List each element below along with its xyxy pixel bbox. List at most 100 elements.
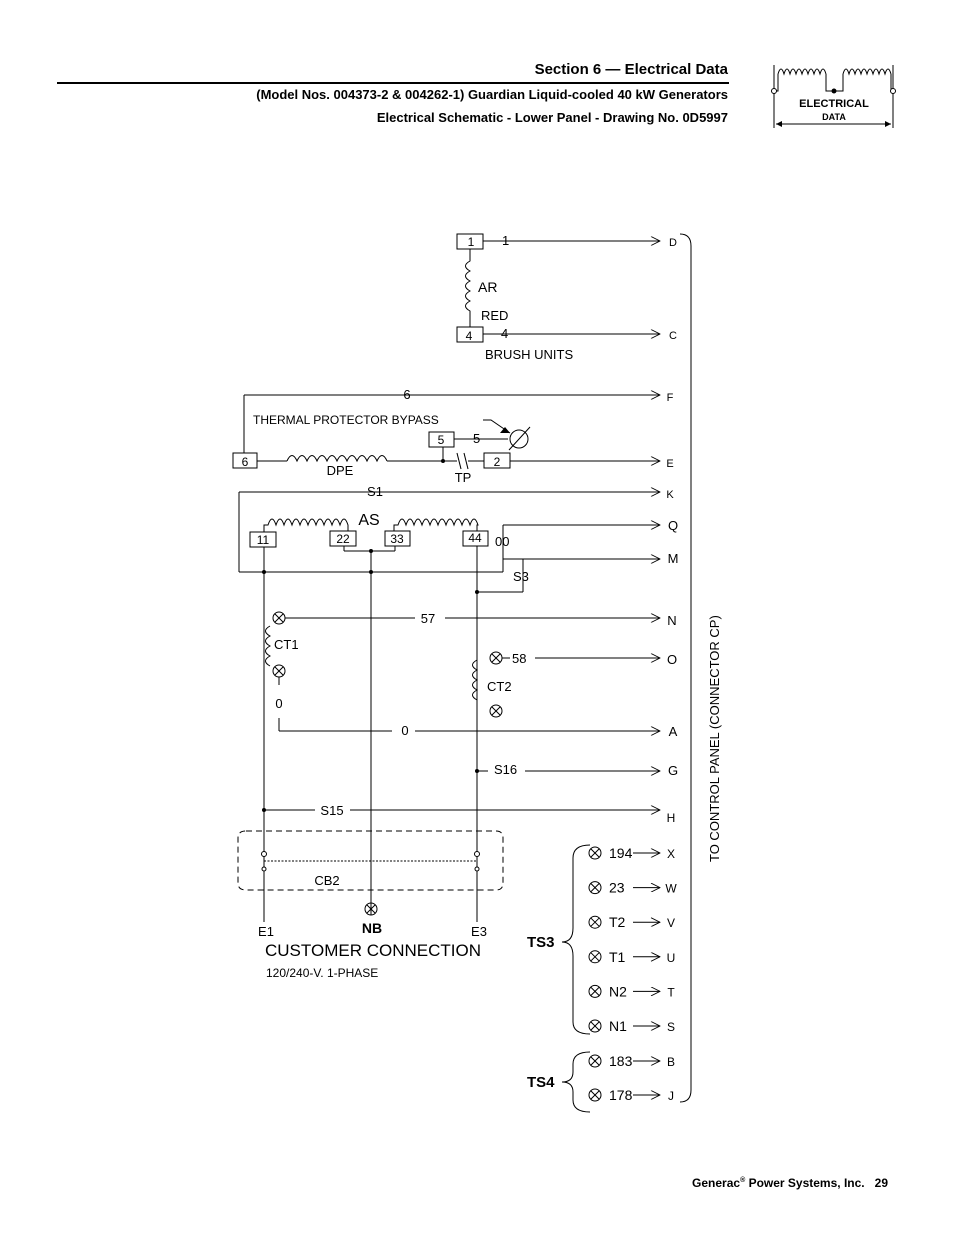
ts3-wire-label: 23 [609,880,625,896]
coil-as-2 [393,518,479,531]
wire-1-label: 1 [502,233,509,248]
coil-dpe [286,455,388,463]
terminal-11 [249,531,277,548]
wire-6-label: 6 [403,387,410,402]
customer-connection-label: CUSTOMER CONNECTION [265,941,481,960]
terminal-44-label: 44 [468,531,482,545]
wire-5-label: 5 [473,431,480,446]
pin-c: C [669,330,677,342]
ct2-terminal-bottom [489,704,503,718]
ts3-wire-label: N1 [609,1018,627,1034]
terminal-22-label: 22 [336,532,350,546]
brush-units-label: BRUSH UNITS [485,347,573,362]
nb-terminal [364,902,378,916]
ts3-pin-label: U [667,951,676,965]
ts3-terminal [588,915,602,929]
voltage-label: 120/240-V. 1-PHASE [266,966,378,980]
pin-a: A [669,724,678,739]
ts3-pin-label: T [667,985,675,999]
e1-label: E1 [258,924,274,939]
pin-o: O [667,652,677,667]
tp-switch [456,452,462,470]
pin-q: Q [668,518,678,533]
terminal-1-label: 1 [468,235,475,249]
wire-58-label: 58 [512,651,526,666]
ts3-pin-label: S [667,1020,675,1034]
circuit-breaker-cb2 [237,830,504,916]
ts4-brace [561,1051,591,1113]
ts3-terminal [588,881,602,895]
dpe-circuit [232,395,660,470]
ts3-wire-label: T1 [609,949,626,965]
nb-label: NB [362,920,382,936]
cb2-label: CB2 [314,873,339,888]
zero-label-ct1: 0 [275,696,282,711]
ts3-label: TS3 [527,934,555,951]
ts4-terminal [588,1054,602,1068]
wire-0-label: 0 [401,723,408,738]
brush-units [456,233,660,343]
ts4-pin-label: J [668,1089,674,1103]
pin-m: M [668,551,679,566]
wire-4-label: 4 [501,326,508,341]
thermal-protector-sensor-icon [509,429,529,449]
terminal-11-label: 11 [257,533,270,547]
ts3-wire-label: T2 [609,914,626,930]
e3-label: E3 [471,924,487,939]
terminal-33 [384,530,411,547]
terminal-44 [462,530,489,547]
ts3-terminal [588,846,602,860]
ts4-row: 178 J [588,1087,674,1103]
coil-as-1 [263,518,349,532]
pin-g: G [668,763,678,778]
ct2-label: CT2 [487,679,512,694]
header-rule [57,82,729,84]
ts3-row: N1 S [588,1018,675,1034]
section-title: Section 6 — Electrical Data [534,61,728,78]
ts3-terminal [588,950,602,964]
ts4-row: 183 B [588,1053,675,1069]
terminal-5-label: 5 [438,433,445,447]
ts4-terminal [588,1088,602,1102]
footer-reg: ® [740,1177,746,1184]
pin-h: H [667,811,676,825]
wire-s15-label: S15 [320,803,343,818]
pin-k: K [666,489,674,501]
to-control-panel-label: TO CONTROL PANEL (CONNECTOR CP) [707,615,722,862]
current-transformers [264,611,660,810]
pin-d: D [669,237,677,249]
wire-s3-label: S3 [513,569,529,584]
coil-ar-label: AR [478,279,497,295]
wire-s16-label: S16 [494,762,517,777]
footer: Generac® Power Systems, Inc. 29 [692,1176,888,1190]
connector-cp-pins: D C F E K Q M N O A G H [666,237,678,825]
tp-label: TP [455,470,472,485]
ts4-wire-label: 178 [609,1087,633,1103]
wire-57-label: 57 [421,611,435,626]
ts4-pin-label: B [667,1055,675,1069]
coil-as-label: AS [358,512,379,529]
ts3-row: N2 T [588,983,675,999]
terminal-33-label: 33 [390,532,404,546]
wire-00-label: 00 [495,534,509,549]
ts3-row: T1 U [588,949,676,965]
ts3-terminal [588,1019,602,1033]
wire-s1-label: S1 [367,484,383,499]
coil-dpe-label: DPE [327,463,354,478]
red-label: RED [481,308,508,323]
pin-f: F [667,392,674,404]
pin-n: N [667,613,676,628]
footer-company: Generac [692,1176,741,1190]
connector-cp-brace [679,233,692,1103]
coil-ct2 [472,659,479,701]
ts3-wire-label: N2 [609,983,627,999]
drawing-line: Electrical Schematic - Lower Panel - Dra… [376,110,728,125]
ts3-brace [561,844,591,1035]
ts4-wire-label: 183 [609,1053,633,1069]
stator-windings [238,492,660,922]
footer-company-rest: Power Systems, Inc. [745,1176,865,1190]
terminal-6-label: 6 [242,455,249,469]
ts3-pin-label: W [665,882,677,896]
